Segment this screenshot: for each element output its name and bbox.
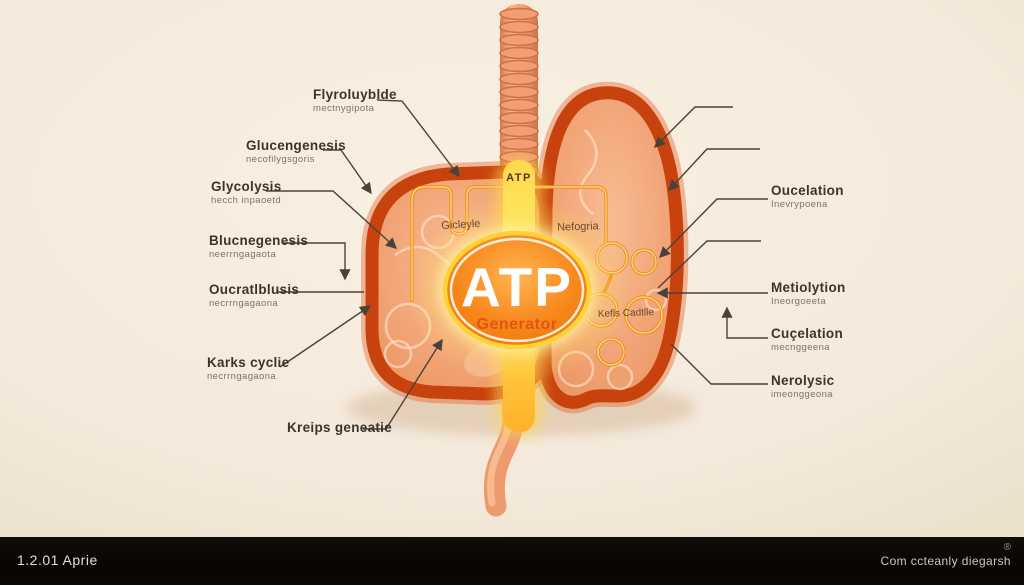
organ-top-label: ATP (506, 172, 532, 184)
footer-bar: 1.2.01 Aprie ® Com ccteanly diegarsh (0, 537, 1024, 585)
atp-badge: ATP Generator (439, 227, 595, 353)
registered-mark: ® (1003, 542, 1011, 553)
inner-label-right: Nefogria (557, 220, 600, 233)
atp-badge-title: ATP (461, 256, 573, 318)
inner-label-glycolysis: Gicleyle (441, 218, 481, 232)
footer-credit: Com ccteanly diegarsh (880, 554, 1011, 568)
inner-label-krebs: Kefls Cadtlle (598, 307, 655, 320)
callout-lines (266, 99, 768, 430)
atp-badge-subtitle: Generator (477, 316, 558, 333)
footer-version: 1.2.01 Aprie (17, 552, 98, 568)
organ-illustration: ATP Gicleyle Nefogria Kefls Cadtlle ATP … (0, 0, 1024, 537)
